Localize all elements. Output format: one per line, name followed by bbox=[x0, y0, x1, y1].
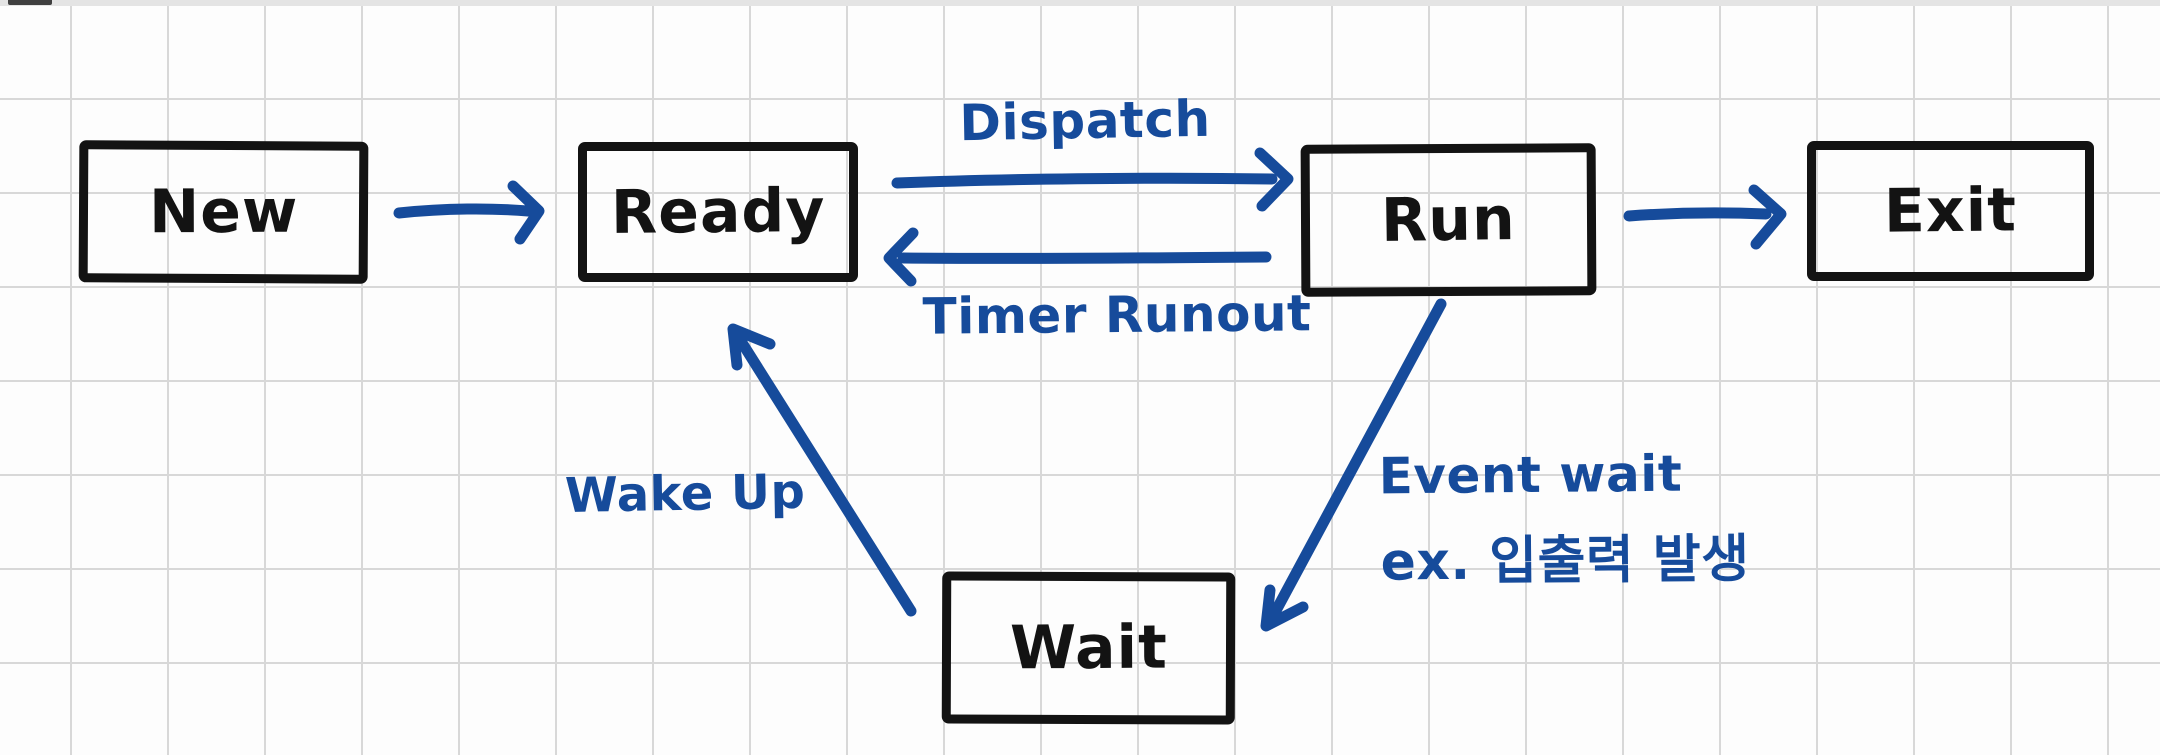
edge-label-timer-runout: Timer Runout bbox=[922, 284, 1312, 346]
node-ready: Ready bbox=[578, 142, 858, 282]
arrow-timer-runout-run-to-ready bbox=[883, 227, 1272, 287]
node-new: New bbox=[78, 140, 369, 284]
arrow-event-wait-run-to-wait bbox=[1260, 298, 1447, 632]
arrow-dispatch-ready-to-run bbox=[891, 147, 1294, 212]
edge-label-dispatch: Dispatch bbox=[958, 89, 1212, 153]
page-top-notch bbox=[8, 0, 52, 5]
node-run-label: Run bbox=[1380, 184, 1517, 256]
node-run: Run bbox=[1300, 143, 1597, 297]
arrow-wake-up-wait-to-ready bbox=[727, 323, 917, 617]
page-top-edge bbox=[0, 0, 2160, 6]
node-ready-label: Ready bbox=[610, 176, 826, 248]
node-exit: Exit bbox=[1807, 141, 2094, 281]
arrow-new-to-ready bbox=[393, 180, 545, 245]
node-new-label: New bbox=[148, 176, 299, 248]
node-wait-label: Wait bbox=[1009, 612, 1168, 684]
node-wait: Wait bbox=[941, 571, 1236, 725]
edge-label-wake-up: Wake Up bbox=[564, 463, 806, 524]
edge-label-event-wait: Event wait bbox=[1378, 444, 1683, 506]
arrow-run-to-exit bbox=[1623, 184, 1787, 250]
edge-label-event-wait-example: ex. 입출력 발생 bbox=[1380, 529, 1750, 593]
node-exit-label: Exit bbox=[1883, 175, 2018, 247]
